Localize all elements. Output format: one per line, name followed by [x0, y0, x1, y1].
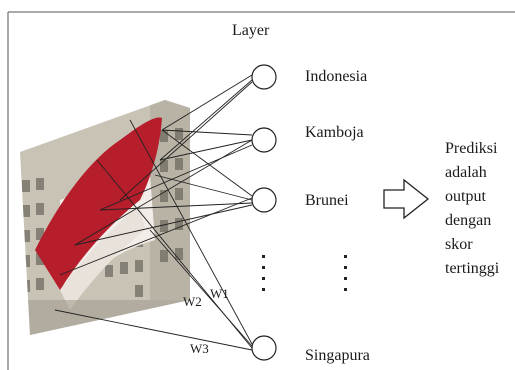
flag-red-stripe [35, 117, 162, 290]
connection-lines [54, 74, 253, 351]
node-label-singapura: Singapura [305, 347, 370, 364]
node-label-brunei: Brunei [305, 192, 349, 209]
prediction-line-5: skor [445, 236, 473, 253]
input-photo [20, 100, 190, 335]
prediction-line-6: tertinggi [445, 260, 500, 277]
node-label-kamboja: Kamboja [305, 124, 364, 141]
prediction-line-4: dengan [445, 212, 491, 229]
prediction-line-1: Prediksi [445, 140, 498, 157]
prediction-text: Prediksi adalah output dengan skor terti… [445, 140, 500, 277]
network-nodes [251, 64, 277, 361]
weight-label-w1: W1 [210, 286, 229, 301]
node-kamboja [251, 127, 277, 153]
prediction-line-3: output [445, 188, 486, 205]
node-brunei [251, 187, 277, 213]
node-indonesia [251, 64, 277, 90]
weight-label-w2: W2 [183, 294, 202, 309]
node-singapura [251, 335, 277, 361]
hollow-arrow-right-icon [383, 178, 430, 220]
layer-label: Layer [232, 22, 270, 39]
ellipsis-right [344, 255, 347, 291]
ellipsis-left [262, 255, 265, 291]
prediction-line-2: adalah [445, 164, 487, 181]
weight-label-w3: W3 [190, 341, 209, 356]
node-label-indonesia: Indonesia [305, 68, 367, 85]
